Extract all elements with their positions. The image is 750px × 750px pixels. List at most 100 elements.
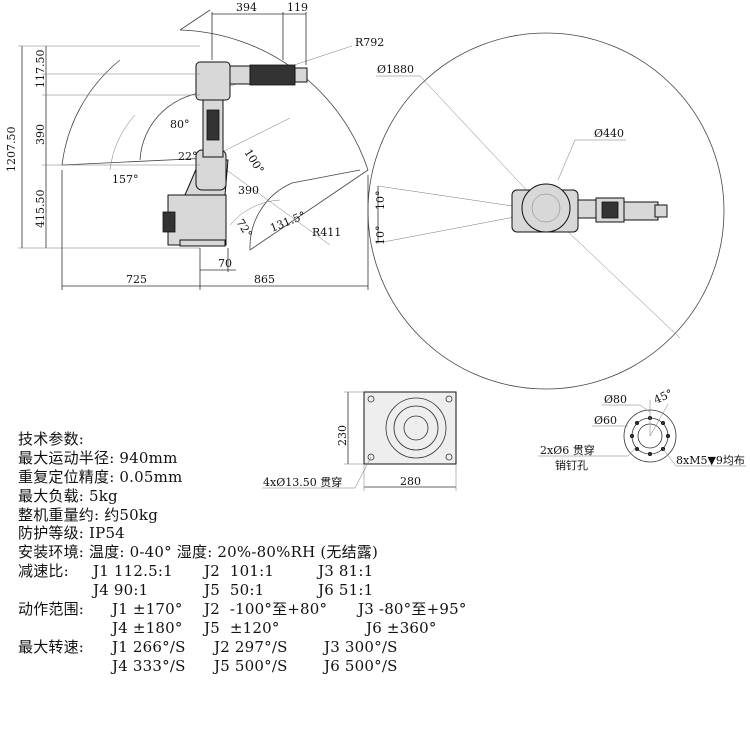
dim-holes: 4xØ13.50 贯穿	[263, 475, 342, 489]
spec-list: 技术参数: 最大运动半径: 940mm 重复定位精度: 0.05mm 最大负载:…	[18, 430, 538, 675]
dim-394: 394	[236, 1, 257, 14]
ratio-j1: J1 112.5:1	[93, 562, 173, 580]
dim-157deg: 157°	[112, 173, 139, 186]
dim-10deg-b: 10°	[374, 226, 387, 246]
ratio-j4: J4 90:1	[93, 581, 149, 599]
dim-390: 390	[238, 184, 259, 197]
envelope-left-arc	[61, 59, 121, 166]
top-arm-1	[577, 199, 597, 219]
pin-leader-2	[627, 446, 637, 457]
dim-thread: 8xM5▼9均布	[676, 454, 745, 467]
d440-leader	[557, 139, 576, 181]
forearm-1	[229, 65, 251, 85]
bolt-hole-2	[445, 395, 453, 403]
base-ring-inner	[403, 415, 429, 441]
speed-j3: J3 300°/S	[324, 638, 398, 656]
bolt-hole-4	[445, 453, 453, 461]
flange-hole-5	[648, 451, 653, 456]
d1880-leader-2	[419, 75, 547, 212]
dim-d60: Ø60	[594, 414, 617, 427]
flange-45-ray	[649, 403, 669, 437]
dim-d440: Ø440	[594, 127, 624, 140]
dim-80deg: 80°	[170, 118, 190, 131]
top-joint	[521, 183, 571, 233]
range-j3: J3 -80°至+95°	[358, 600, 467, 618]
upper-arm-cover	[206, 109, 220, 141]
base-ring-mid	[393, 405, 439, 451]
dim-390v: 390	[34, 124, 47, 145]
holes-leader-2	[354, 456, 372, 489]
dim-10deg-a: 10°	[374, 191, 387, 211]
bolt-hole-1	[367, 395, 375, 403]
base-block	[167, 194, 227, 246]
top-flange	[654, 204, 668, 218]
ratio-j2: J2 101:1	[204, 562, 275, 580]
dim-pin: 2xØ6 贯穿	[540, 443, 595, 457]
dim-100deg: 100°	[241, 147, 266, 176]
spec-reach: 最大运动半径: 940mm	[18, 448, 178, 467]
speed-j2: J2 297°/S	[214, 638, 288, 656]
speed-j6: J6 500°/S	[324, 657, 398, 675]
flange-hole-2	[661, 420, 666, 425]
range-j4: J4 ±180°	[112, 619, 183, 637]
base-plate-top	[363, 391, 457, 465]
dim-119: 119	[287, 1, 308, 14]
range-j1: J1 ±170°	[112, 600, 183, 618]
dim-72deg: 72°	[233, 217, 254, 240]
wrist	[294, 67, 308, 83]
dim-r411: R411	[312, 226, 341, 239]
dim-865: 865	[254, 273, 275, 286]
dim-131deg: 131.5°	[268, 209, 307, 235]
top-arm-cover	[601, 201, 619, 219]
range-j6: J6 ±360°	[366, 619, 437, 637]
spec-payload: 最大负载: 5kg	[18, 486, 118, 505]
arc-72	[229, 199, 281, 226]
ratio-j3: J3 81:1	[318, 562, 374, 580]
dim-r792: R792	[355, 36, 384, 49]
dim-d1880: Ø1880	[377, 63, 414, 76]
flange-hole-8	[635, 420, 640, 425]
thread-leader	[662, 448, 677, 467]
forearm-2	[249, 64, 296, 86]
speed-label: 最大转速:	[18, 638, 85, 656]
flange-hole-6	[635, 446, 640, 451]
envelope-top-edge	[179, 9, 211, 31]
d80-leader-2	[639, 404, 651, 413]
base-ring-outer	[385, 397, 447, 459]
dim-280: 280	[400, 475, 421, 488]
dim-pin-2: 销钉孔	[555, 458, 588, 472]
range-j2: J2 -100°至+80°	[204, 600, 328, 618]
dim-415: 415.50	[34, 190, 47, 229]
dim-230: 230	[336, 425, 349, 446]
dim-70: 70	[218, 257, 232, 270]
dim-d80: Ø80	[604, 393, 627, 406]
dim-22deg: 22°	[178, 150, 198, 163]
flange-hole-3	[666, 433, 671, 438]
elbow	[195, 61, 231, 101]
spec-weight: 整机重量约: 约50kg	[18, 505, 159, 524]
envelope-edge	[249, 169, 369, 251]
angle-ray-2	[209, 157, 331, 246]
base-view: 230 280 4xØ13.50 贯穿	[262, 391, 457, 491]
ratio-label: 减速比:	[18, 562, 69, 580]
base-connector	[162, 211, 176, 233]
envelope-left-edge	[61, 157, 211, 166]
dim-725: 725	[126, 273, 147, 286]
dim-117: 117.50	[34, 50, 47, 89]
envelope-edge-2	[291, 169, 361, 184]
bolt-hole-3	[367, 453, 375, 461]
base-plate	[179, 239, 226, 247]
flange-hole-7	[630, 433, 635, 438]
dim-45deg: 45°	[652, 387, 675, 407]
envelope-inner-arc	[249, 182, 293, 251]
range-j5: J5 ±120°	[204, 619, 280, 637]
side-view: 394 119 R792 1207.50 117.50 390 415.50 8…	[5, 1, 384, 290]
top-wrist	[623, 201, 659, 221]
speed-j5: J5 500°/S	[214, 657, 288, 675]
spec-ip-rating: 防护等级: IP54	[18, 524, 125, 543]
speed-j1: J1 266°/S	[112, 638, 186, 656]
top-joint-inner	[531, 193, 561, 223]
speed-j4: J4 333°/S	[112, 657, 186, 675]
spec-repeatability: 重复定位精度: 0.05mm	[18, 467, 183, 486]
envelope-circle	[367, 32, 725, 390]
